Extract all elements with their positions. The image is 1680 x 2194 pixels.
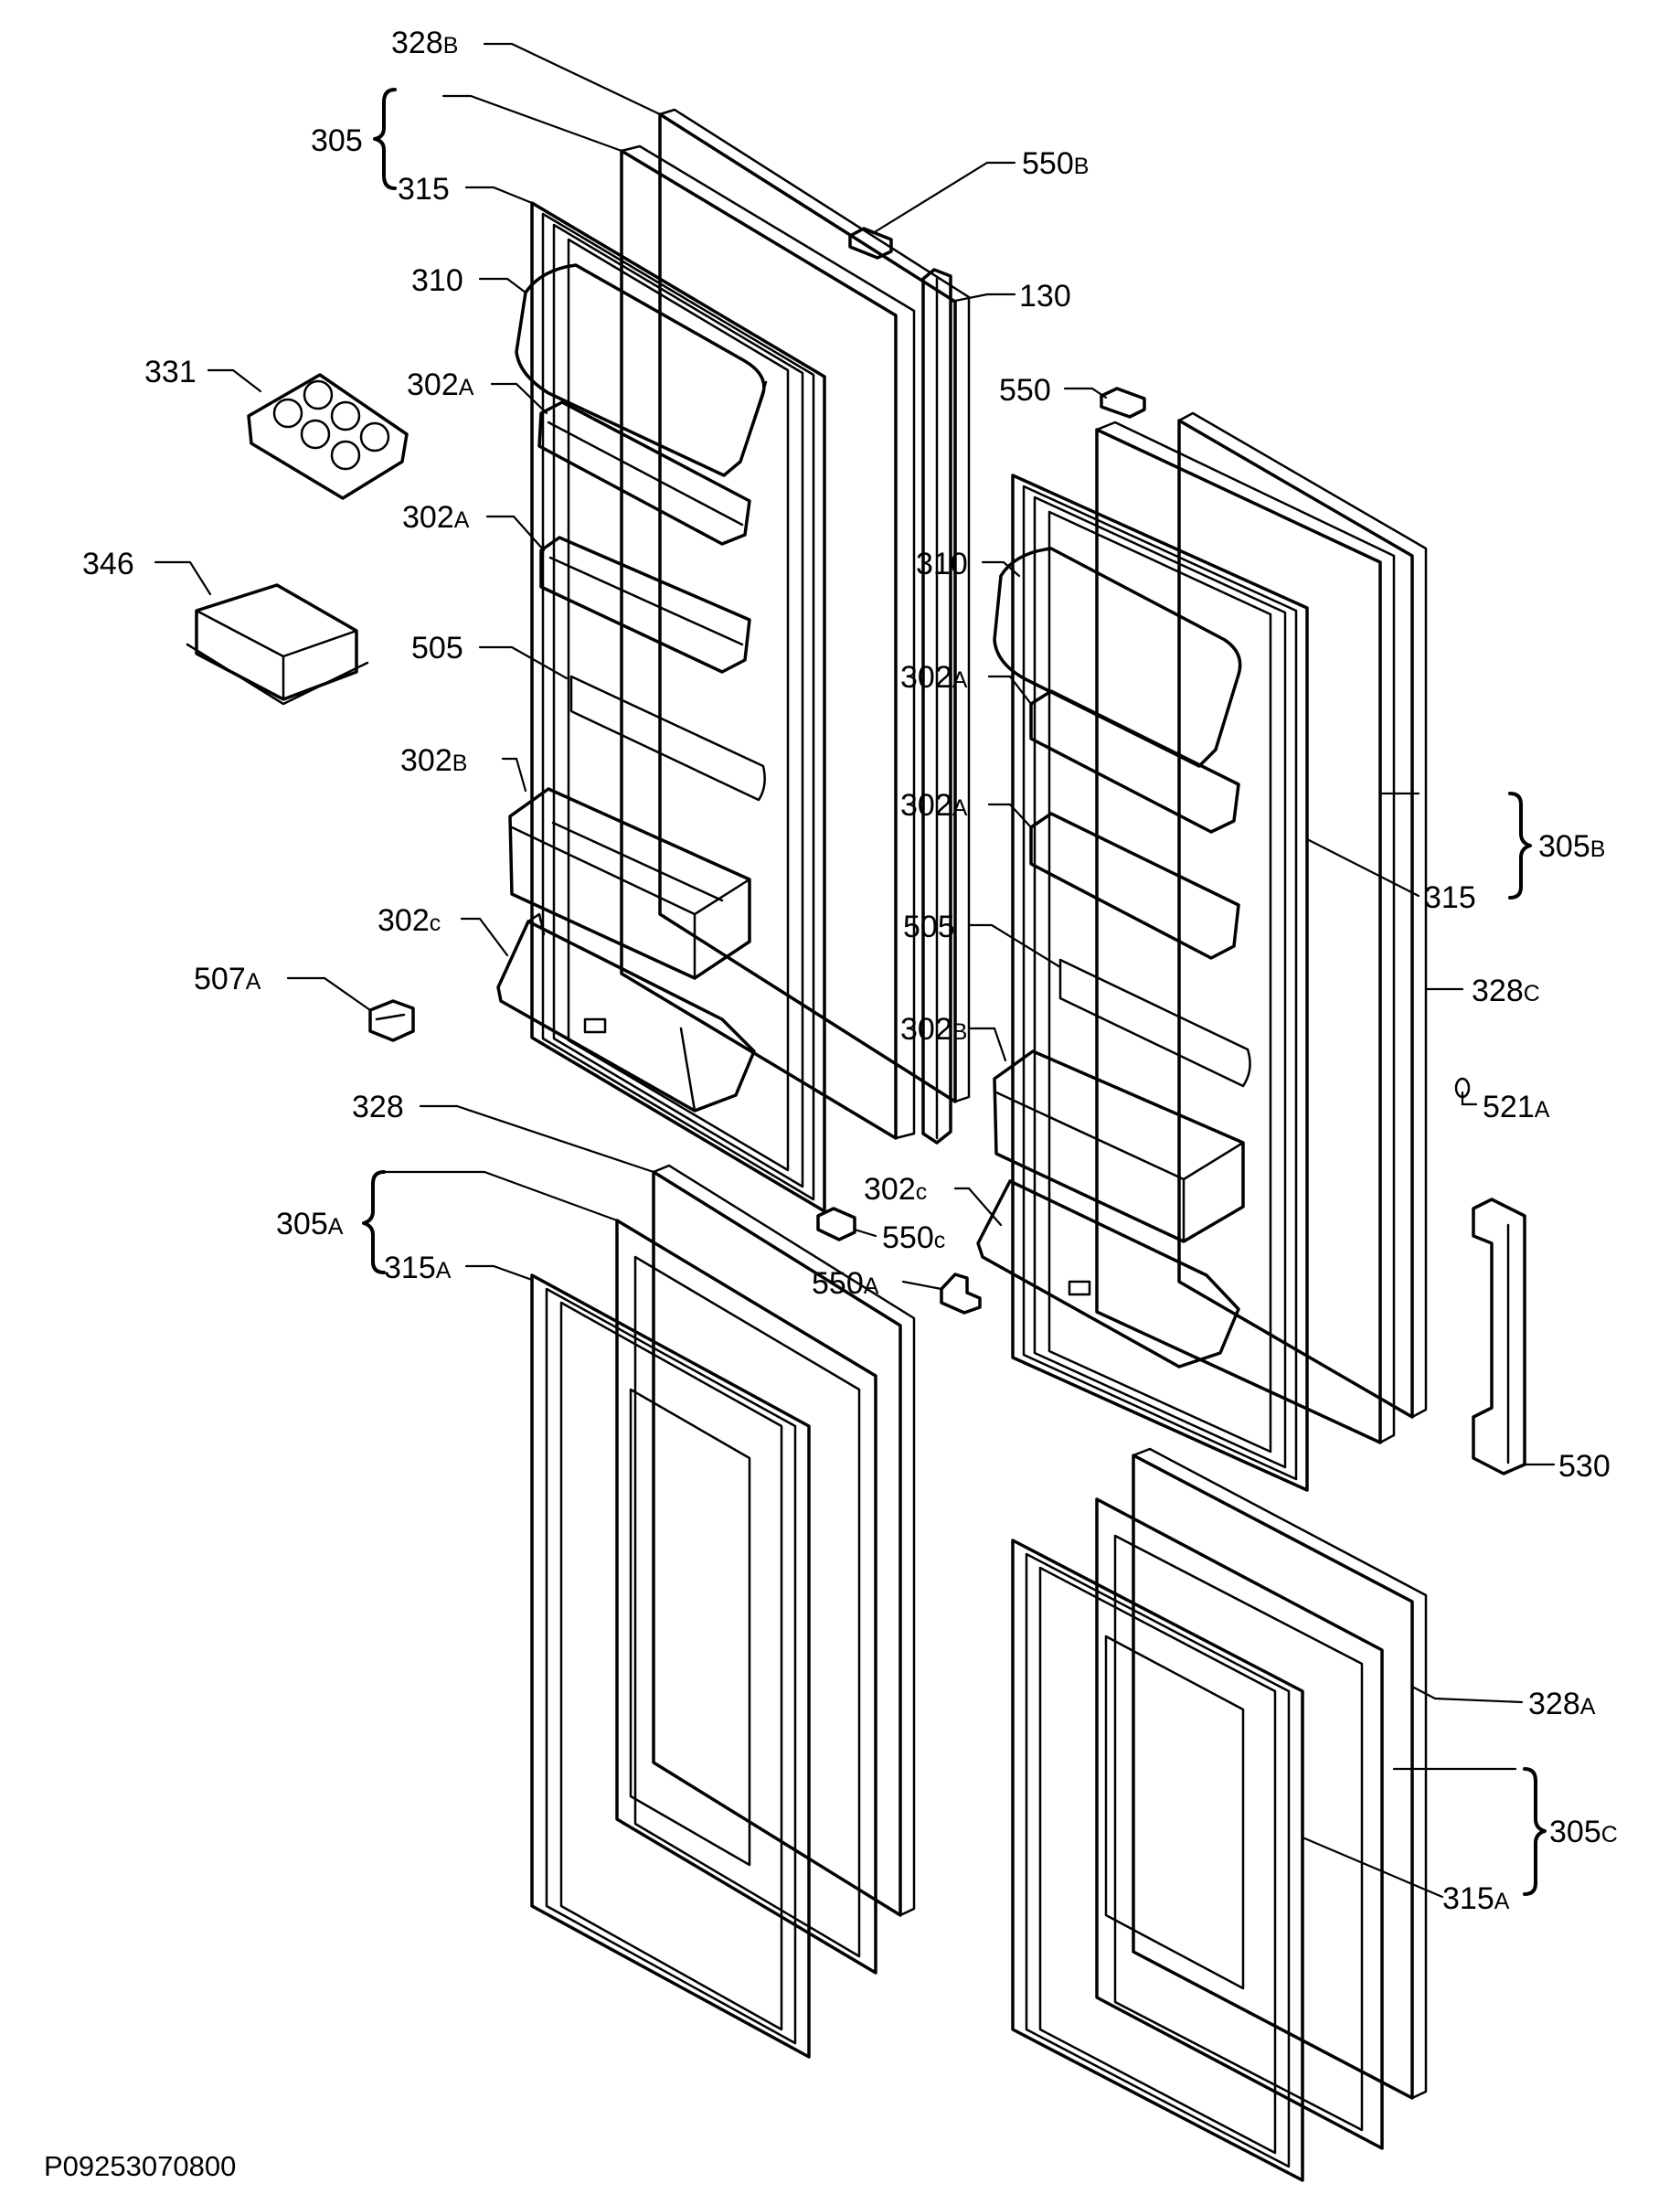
callout-315a-right: 315A bbox=[1442, 1881, 1510, 1916]
callout-302a-left-1: 302A bbox=[407, 367, 474, 402]
hinge-cover-550c bbox=[816, 1207, 856, 1241]
clip-507a bbox=[368, 999, 415, 1042]
callout-328c: 328C bbox=[1472, 974, 1540, 1008]
door-liner-305b bbox=[1095, 428, 1382, 1444]
label-505-right bbox=[1058, 958, 1251, 1088]
callout-328b: 328B bbox=[391, 26, 458, 60]
door-gasket-315a-right bbox=[1011, 1539, 1304, 2182]
door-shelf-302a-left-mid bbox=[539, 536, 751, 674]
door-gasket-315-right bbox=[1011, 474, 1309, 1492]
callout-305: 305 bbox=[311, 123, 363, 158]
callout-305a: 305A bbox=[276, 1207, 344, 1241]
shelf-cover-310-left bbox=[515, 263, 766, 477]
drawing-code: P09253070800 bbox=[44, 2150, 236, 2182]
callout-328a: 328A bbox=[1528, 1687, 1596, 1721]
callout-505-left: 505 bbox=[411, 631, 463, 666]
callout-302c-left: 302c bbox=[377, 903, 441, 938]
lower-left-door-assembly bbox=[530, 1164, 916, 2059]
door-shelf-302a-right-top bbox=[1029, 689, 1240, 834]
callout-310-right: 310 bbox=[916, 547, 968, 581]
leader-lines bbox=[154, 42, 1556, 1899]
upper-left-door-assembly bbox=[496, 108, 971, 1213]
center-parts bbox=[368, 227, 1146, 1315]
callout-346: 346 bbox=[82, 547, 134, 581]
door-bin-302b-right bbox=[993, 1049, 1245, 1243]
callout-315-right: 315 bbox=[1424, 880, 1476, 915]
brace-305c bbox=[1523, 1767, 1547, 1896]
callout-530: 530 bbox=[1558, 1449, 1611, 1484]
callout-labels: 328B 305 315 550B 130 310 331 302A 550 3… bbox=[44, 26, 1618, 2182]
callout-331: 331 bbox=[144, 355, 197, 389]
callout-550a: 550A bbox=[812, 1266, 879, 1301]
outer-panel-328a bbox=[1132, 1454, 1414, 2100]
door-liner-305c bbox=[1095, 1497, 1384, 2150]
center-seal-strip-130 bbox=[921, 268, 952, 1145]
loose-accessories bbox=[186, 373, 409, 706]
hinge-cover-550b bbox=[848, 227, 893, 260]
callout-521a: 521A bbox=[1483, 1090, 1550, 1124]
brace-305 bbox=[373, 88, 397, 190]
callout-305b: 305B bbox=[1538, 829, 1605, 864]
lower-right-door-assembly bbox=[1011, 1447, 1428, 2182]
callout-302a-right-1: 302A bbox=[900, 660, 968, 695]
hinge-cover-550 bbox=[1100, 387, 1146, 419]
callout-315-top-left: 315 bbox=[398, 172, 450, 207]
door-bin-302b-left bbox=[508, 787, 751, 980]
door-liner-305a bbox=[615, 1219, 877, 1975]
callout-302b-left: 302B bbox=[400, 743, 467, 778]
callout-550: 550 bbox=[999, 373, 1051, 408]
callout-302c-right: 302c bbox=[864, 1172, 927, 1207]
callout-505-right: 505 bbox=[903, 910, 955, 944]
egg-tray-331 bbox=[247, 373, 409, 500]
door-handle-530 bbox=[1472, 1198, 1526, 1475]
grouping-braces bbox=[362, 88, 1547, 1896]
callout-507a: 507A bbox=[194, 962, 261, 996]
door-bin-302c-right bbox=[976, 1179, 1240, 1369]
brace-305b bbox=[1508, 792, 1532, 900]
callout-130: 130 bbox=[1019, 279, 1071, 314]
upper-right-door-assembly bbox=[976, 411, 1526, 1492]
callout-310-left: 310 bbox=[411, 263, 463, 298]
callout-302a-right-2: 302A bbox=[900, 788, 968, 823]
shelf-cover-310-right bbox=[993, 547, 1242, 768]
door-bin-302c-left bbox=[496, 920, 756, 1113]
callout-328: 328 bbox=[352, 1090, 404, 1124]
door-shelf-302a-left-top bbox=[537, 400, 751, 546]
callout-302b-right: 302B bbox=[900, 1012, 967, 1047]
door-shelf-302a-right-mid bbox=[1029, 812, 1240, 960]
butter-box-346 bbox=[195, 583, 358, 701]
callout-302a-left-2: 302A bbox=[402, 500, 470, 535]
hinge-cover-550a bbox=[940, 1273, 982, 1315]
callout-550b: 550B bbox=[1022, 146, 1089, 181]
label-505-left bbox=[569, 675, 766, 802]
door-gasket-315a-left bbox=[530, 1273, 811, 2059]
callout-305c: 305C bbox=[1549, 1815, 1618, 1849]
callout-315a-left: 315A bbox=[384, 1251, 452, 1285]
brace-305a bbox=[362, 1170, 386, 1274]
callout-550c: 550c bbox=[882, 1220, 945, 1255]
